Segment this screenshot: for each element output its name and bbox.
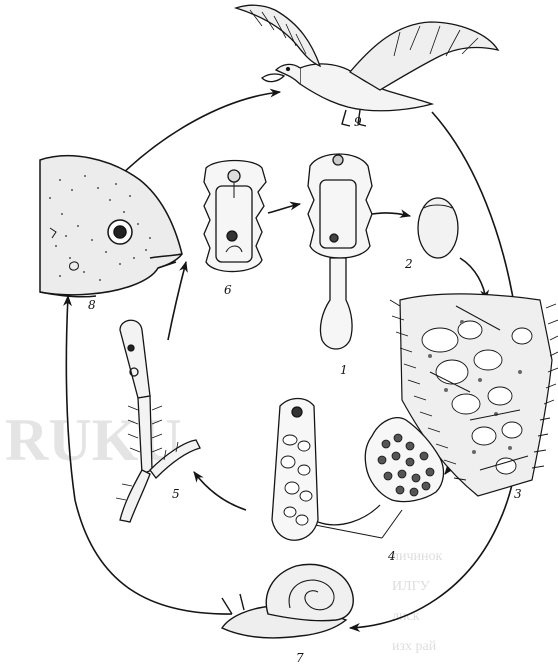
snail-illustration xyxy=(222,564,353,637)
snail-shell xyxy=(266,564,353,620)
label-4-pointer-b xyxy=(382,510,402,538)
egg-shell xyxy=(418,198,458,258)
label-5: 5 xyxy=(172,487,180,501)
label-9: 9 xyxy=(354,115,362,129)
metacercaria-illustration xyxy=(204,161,266,272)
miracidium-body xyxy=(308,154,372,258)
ghost-fragment-4: изх рай xyxy=(392,639,437,654)
label-2: 2 xyxy=(404,257,413,271)
cercaria-tail-fork-left xyxy=(120,470,150,522)
label-6: 6 xyxy=(224,283,232,297)
cercaria-body xyxy=(120,320,150,398)
redia-left-mouth xyxy=(292,407,302,417)
label-3: 3 xyxy=(514,487,522,501)
ghost-fragment-2: ИЛГУ xyxy=(392,579,430,594)
snail-tentacle-2 xyxy=(240,594,244,610)
arrow-rediae-connector xyxy=(318,505,380,525)
bird-wing-left xyxy=(236,5,320,66)
egg-illustration xyxy=(418,198,458,258)
arrow-4-to-5 xyxy=(194,472,246,510)
bird-eye xyxy=(287,68,290,71)
cercaria-eye-spot xyxy=(128,345,134,351)
bird-wing-right xyxy=(350,22,498,90)
arrow-5-to-6 xyxy=(168,262,186,340)
arrow-6-to-1 xyxy=(268,204,300,213)
bird-fish-in-beak xyxy=(262,74,284,82)
miracidium-ventral-sucker xyxy=(330,234,338,242)
label-8: 8 xyxy=(88,298,96,312)
label-4: 4 xyxy=(387,549,396,563)
label-1: 1 xyxy=(340,363,348,377)
snail-tentacle-1 xyxy=(222,598,232,614)
fish-illustration xyxy=(40,156,182,297)
ghost-fragment-1: личинок xyxy=(392,549,443,564)
miracidium-illustration xyxy=(308,154,372,349)
bird-illustration xyxy=(236,5,498,126)
miracidium-tail xyxy=(320,258,352,349)
metacercaria-ventral-sucker xyxy=(227,231,237,241)
ghost-word: RUKU xyxy=(5,407,182,473)
label-4-pointer-a xyxy=(310,524,382,538)
redia-left xyxy=(272,399,318,541)
label-7: 7 xyxy=(296,651,304,665)
fish-eye-pupil xyxy=(114,226,126,238)
metacercaria-oral-sucker xyxy=(228,170,240,182)
arrow-1-to-2 xyxy=(372,213,410,216)
miracidium-oral-sucker xyxy=(333,155,343,165)
